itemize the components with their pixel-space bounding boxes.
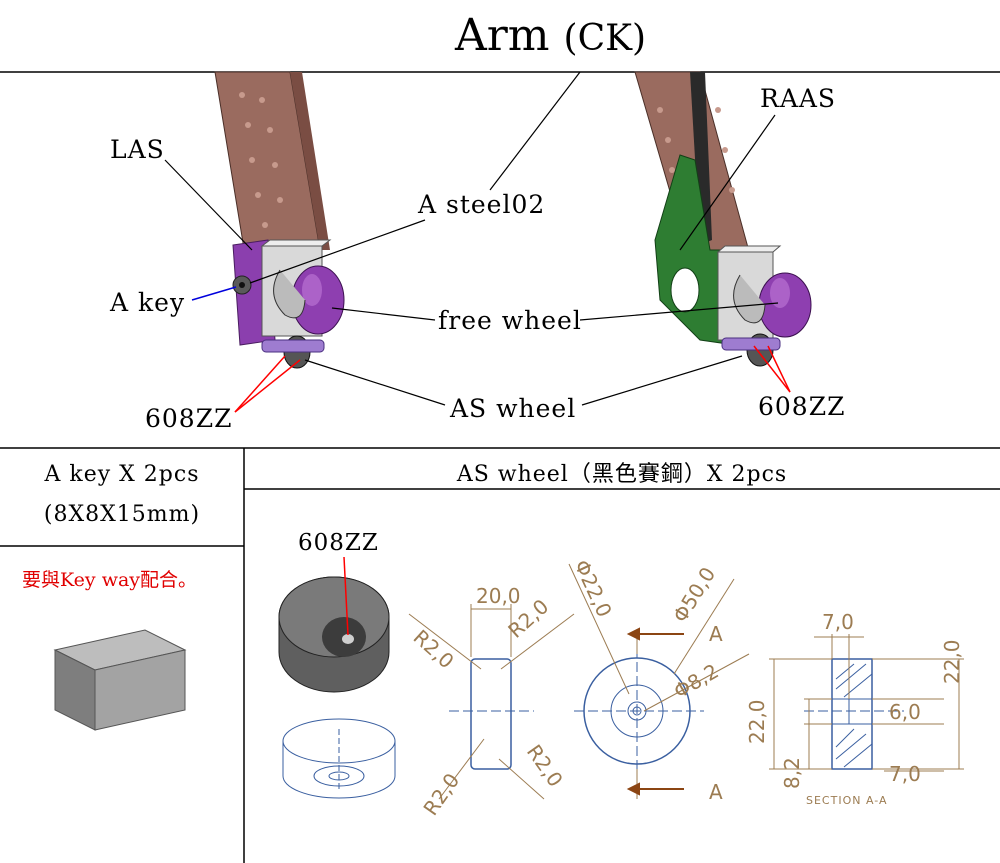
sheet-title: Arm (CK) (455, 10, 646, 61)
right-arm (634, 71, 812, 367)
as-wheel-side-view: 20,0 R2,0 R2,0 R2,0 R2,0 (409, 584, 575, 820)
dim-radius-bottom-left: R2,0 (418, 769, 464, 820)
dim-height-right: 22,0 (940, 639, 964, 684)
dim-depth: 8,2 (780, 757, 804, 789)
bottom-table-grid (0, 448, 1000, 863)
callout-las: LAS (110, 135, 165, 164)
a-key-block-image (53, 629, 187, 731)
a-key-note: 要與Key way配合。 (22, 569, 198, 591)
as-wheel-front-view: Φ22,0 Φ50,0 Φ8,2 A A (568, 556, 750, 804)
section-mark-bottom: A (709, 780, 723, 804)
dim-diameter-8: Φ8,2 (670, 659, 723, 704)
title-suffix: (CK) (563, 18, 647, 59)
section-mark-top: A (709, 622, 723, 646)
dim-section-bore: 6,0 (889, 700, 921, 724)
a-key-size: (8X8X15mm) (43, 502, 201, 527)
leader-lines (164, 71, 779, 406)
a-key-qty: A key X 2pcs (44, 462, 200, 487)
as-wheel-bearing-label: 608ZZ (298, 530, 379, 556)
dim-section-top: 7,0 (822, 610, 854, 634)
callout-bearing-left: 608ZZ (145, 404, 233, 433)
callout-raas: RAAS (760, 84, 837, 113)
as-wheel-drawing: 20,0 R2,0 R2,0 R2,0 R2,0 (278, 556, 964, 820)
callout-a-steel: A steel02 (418, 190, 546, 219)
callout-a-key: A key (110, 288, 186, 317)
dim-width: 20,0 (476, 584, 521, 608)
callout-free-wheel: free wheel (438, 306, 582, 335)
title-main: Arm (455, 10, 550, 61)
callout-bearing-right: 608ZZ (758, 392, 846, 421)
a-key-leader (191, 286, 237, 301)
left-arm (214, 71, 345, 369)
bearing-leaders (234, 345, 791, 413)
as-wheel-section-view: 7,0 6,0 7,0 22,0 22,0 8,2 SECTION A-A (745, 610, 964, 807)
dim-radius-top-left: R2,0 (409, 625, 459, 673)
dim-height-left: 22,0 (745, 699, 769, 744)
as-wheel-spec: AS wheel（黑色賽鋼）X 2pcs (456, 462, 788, 487)
callout-as-wheel: AS wheel (450, 394, 577, 423)
as-wheel-solid-view (278, 556, 390, 693)
dim-diameter-50: Φ50,0 (668, 563, 720, 627)
as-wheel-wireframe-view (282, 718, 396, 799)
dim-radius-bottom-right: R2,0 (522, 740, 568, 791)
dim-diameter-22: Φ22,0 (569, 556, 616, 621)
section-label: SECTION A-A (806, 794, 888, 807)
arm-assembly-illustration (0, 71, 1000, 449)
dim-section-bottom: 7,0 (889, 762, 921, 786)
